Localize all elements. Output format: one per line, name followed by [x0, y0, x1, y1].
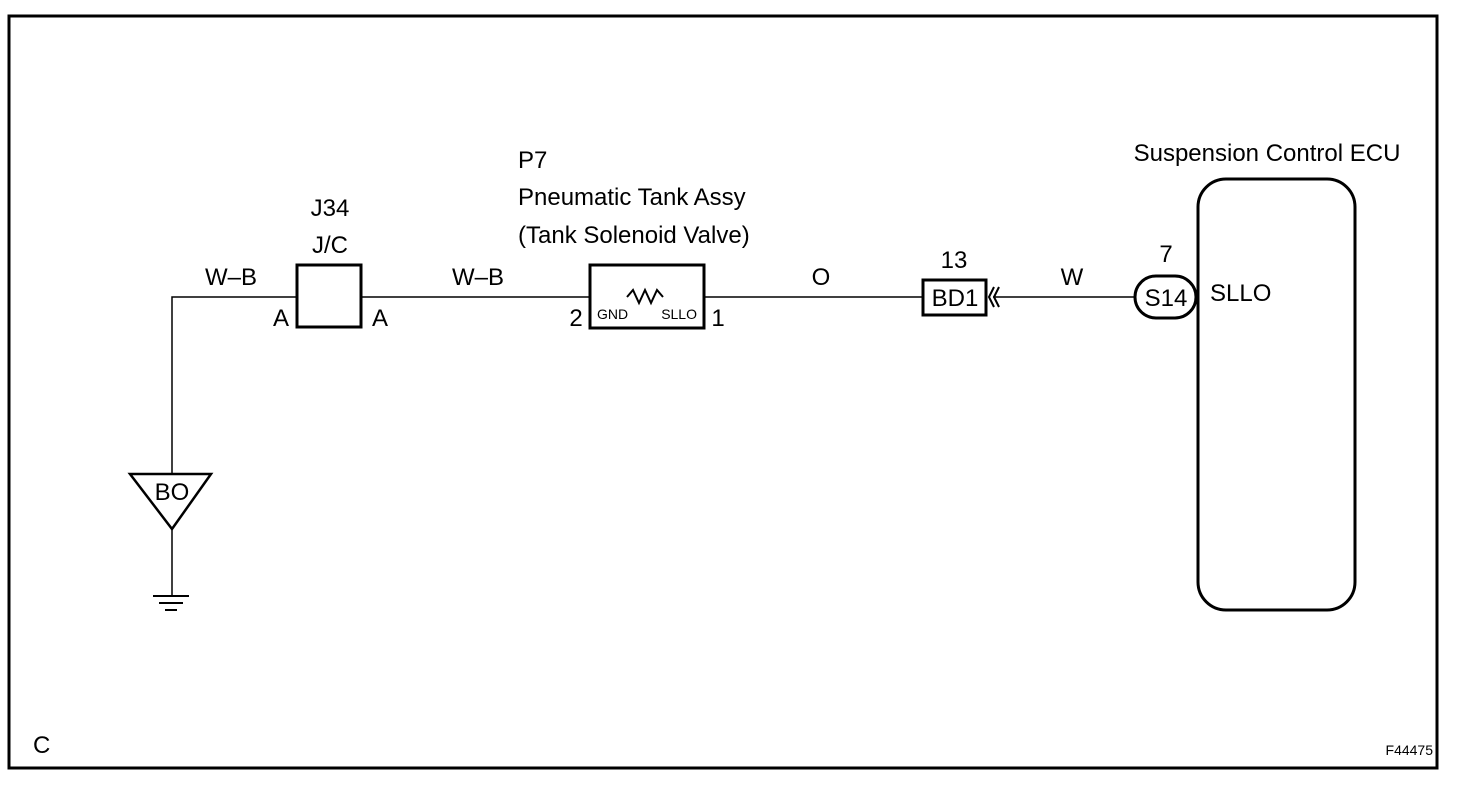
wire-color-ground-to-jc: W–B: [205, 264, 257, 291]
ecu-connector-code: S14: [1145, 285, 1188, 312]
ground-symbol-icon: [153, 595, 189, 611]
ecu-pin: 7: [1159, 241, 1172, 268]
valve-pin-left: 2: [569, 305, 582, 332]
valve-terminal-right: SLLO: [661, 306, 697, 322]
bd1-pin: 13: [941, 247, 968, 274]
bd1-plug-chevron-icon: [987, 286, 1000, 308]
valve-subname: (Tank Solenoid Valve): [518, 222, 750, 249]
wire-color-bd1-to-ecu: W: [1061, 264, 1084, 291]
ecu-name: Suspension Control ECU: [1134, 140, 1401, 167]
junction-code: J34: [311, 195, 350, 222]
ecu-box: [1196, 177, 1357, 612]
ground-point-triangle: [127, 472, 214, 532]
valve-code: P7: [518, 147, 547, 174]
junction-name: J/C: [312, 232, 348, 259]
junction-connector-box: [295, 263, 363, 329]
bd1-connector-box: [921, 278, 988, 317]
valve-pin-right: 1: [711, 305, 724, 332]
valve-name: Pneumatic Tank Assy: [518, 184, 746, 211]
junction-pin-left: A: [273, 305, 289, 332]
junction-pin-right: A: [372, 305, 388, 332]
diagram-frame: [7, 14, 1439, 770]
ground-point-label: BO: [155, 479, 190, 506]
ecu-terminal: SLLO: [1210, 280, 1271, 307]
figure-id: F44475: [1386, 742, 1434, 758]
wire-color-valve-to-bd1: O: [812, 264, 831, 291]
bd1-code: BD1: [932, 285, 979, 312]
corner-label: C: [33, 732, 50, 759]
solenoid-coil-icon: [626, 287, 664, 306]
valve-terminal-left: GND: [597, 306, 628, 322]
ecu-connector-oval: [1133, 274, 1198, 320]
wire-color-jc-to-valve: W–B: [452, 264, 504, 291]
wire-ground-to-jc: [171, 296, 297, 474]
